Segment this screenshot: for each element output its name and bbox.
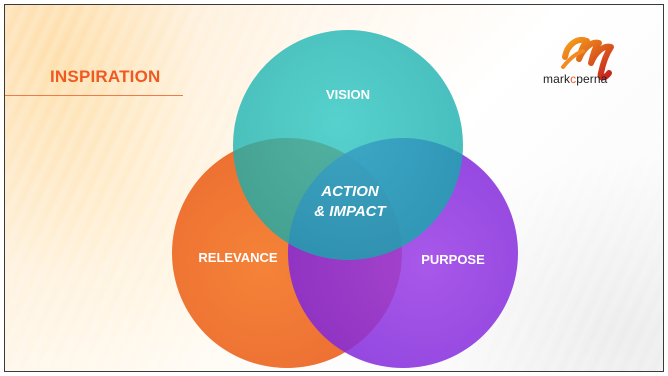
brand-name-part: perna bbox=[576, 72, 608, 86]
center-label-line1: ACTION bbox=[320, 183, 380, 200]
purpose-label: PURPOSE bbox=[421, 252, 485, 267]
slide-title: INSPIRATION bbox=[50, 67, 161, 86]
venn-diagram: VISION RELEVANCE PURPOSE ACTION & IMPACT bbox=[172, 30, 518, 368]
markcperna-logo-icon bbox=[561, 37, 614, 81]
center-label-line2: & IMPACT bbox=[314, 203, 387, 220]
brand-name: markcperna bbox=[543, 72, 643, 86]
brand-name-highlight: c bbox=[570, 72, 577, 86]
relevance-label: RELEVANCE bbox=[198, 250, 278, 265]
vision-label: VISION bbox=[326, 87, 370, 102]
brand-name-part: mark bbox=[543, 72, 571, 86]
title-underline bbox=[5, 95, 183, 96]
vision-circle bbox=[233, 30, 463, 260]
slide: INSPIRATION markcperna bbox=[4, 4, 664, 372]
